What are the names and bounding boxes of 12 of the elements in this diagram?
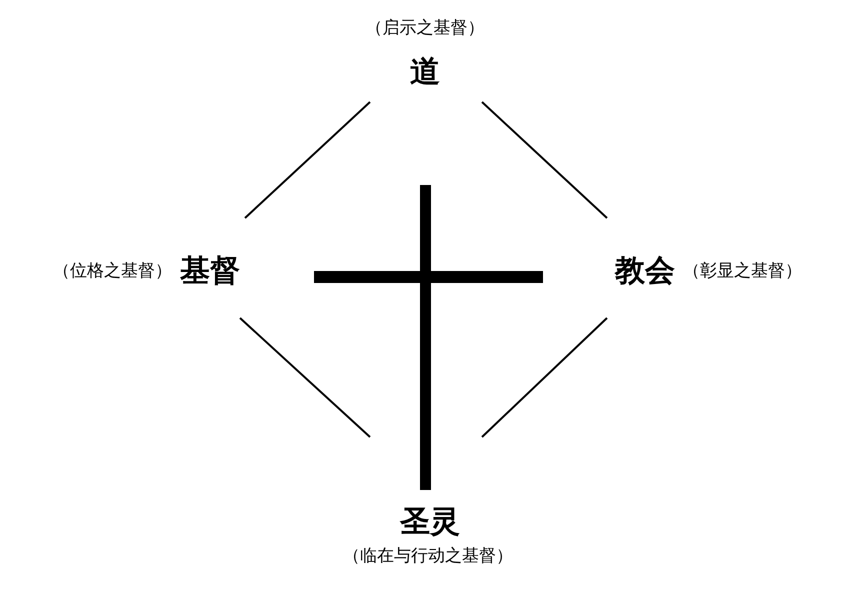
subtitle-text: （彰显之基督） <box>683 260 802 282</box>
subtitle-text: （临在与行动之基督） <box>343 546 513 566</box>
subtitle-text: （位格之基督） <box>53 260 172 282</box>
concept-title: 道 <box>410 56 440 88</box>
concept-title: 圣灵 <box>400 506 460 538</box>
connector-line <box>481 101 608 219</box>
concept-title: 基督 <box>180 254 240 288</box>
connector-line <box>244 101 371 219</box>
connector-line <box>481 317 608 438</box>
subtitle-text: （启示之基督） <box>366 18 484 38</box>
connector-line <box>239 317 371 438</box>
concept-title: 教会 <box>615 254 675 288</box>
